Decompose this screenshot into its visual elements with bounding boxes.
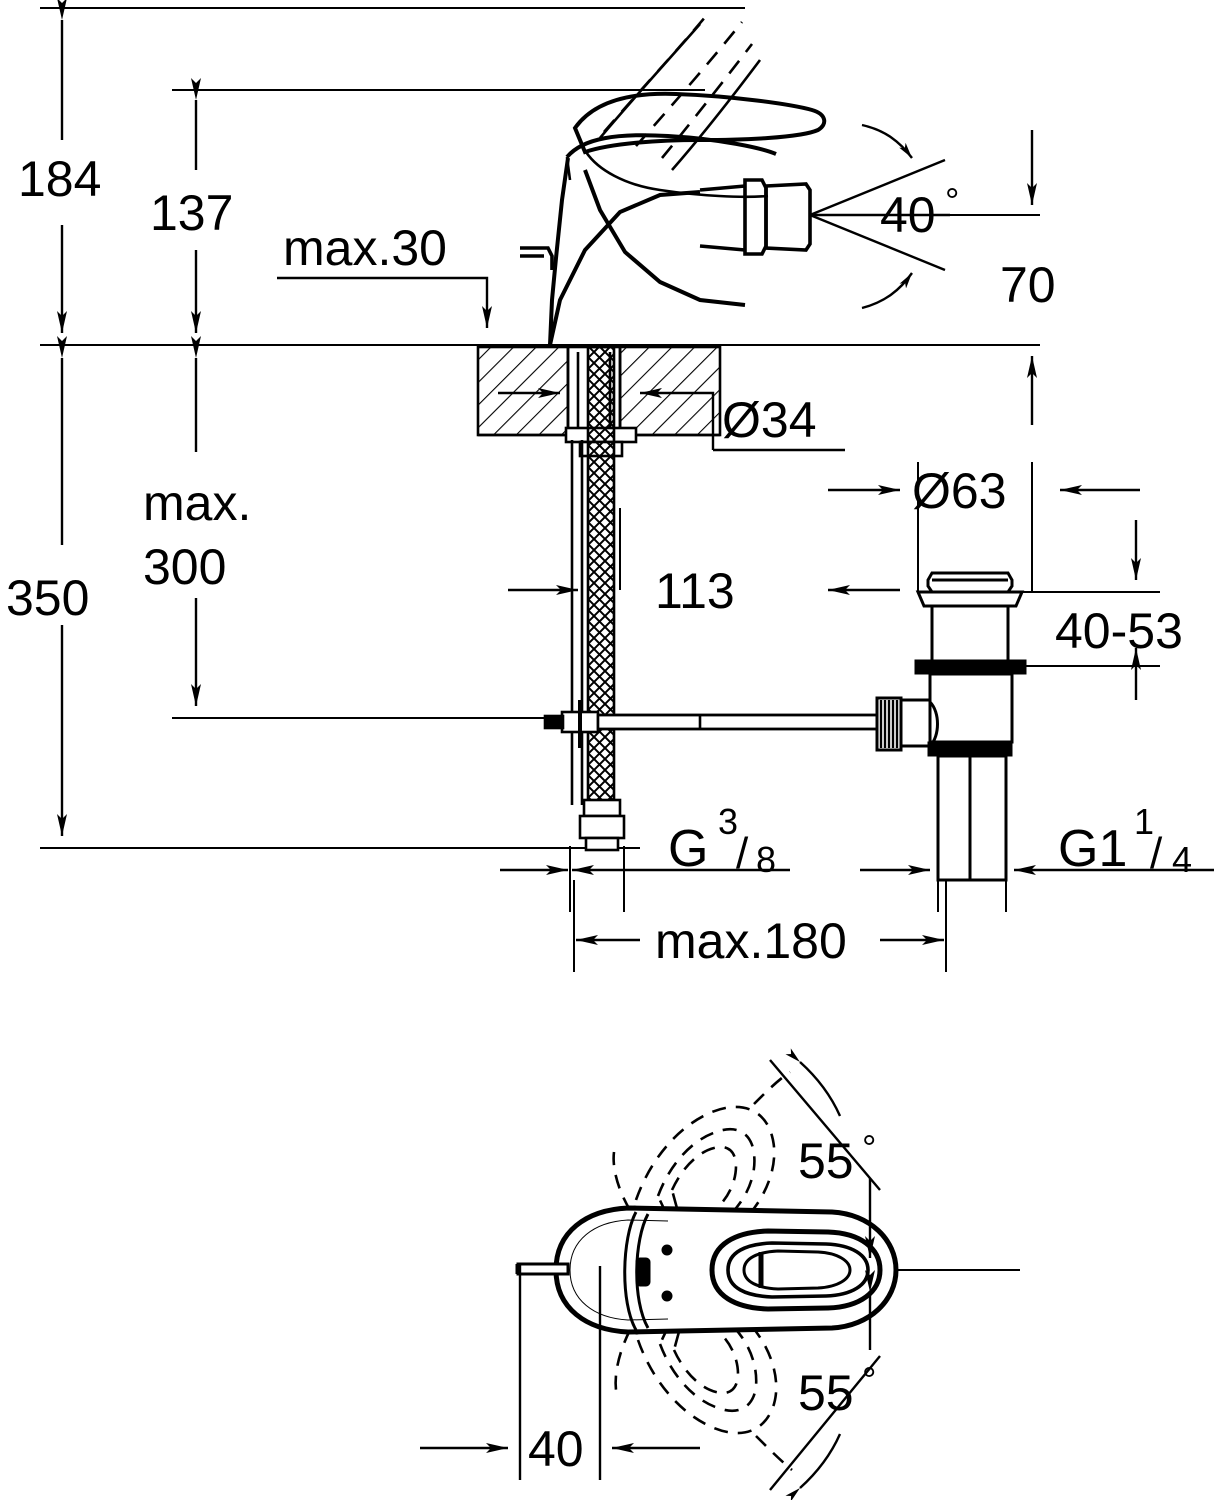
dimension-max300: max. 300 xyxy=(143,336,251,706)
waste-gasket-ring xyxy=(914,659,1027,675)
waste-top-flange xyxy=(915,590,1025,608)
dimension-angle-55-top-label: 55 xyxy=(798,1133,854,1189)
thread-g38-slash: / xyxy=(736,829,749,878)
flexible-hose-braided xyxy=(586,345,616,804)
dimension-max180-label: max.180 xyxy=(655,913,847,969)
waste-lower-barrel xyxy=(928,672,1014,744)
dimension-350-label: 350 xyxy=(6,570,89,626)
dimension-137-label: 137 xyxy=(150,185,233,241)
lift-rod-handle xyxy=(520,246,554,270)
dimension-40-53-label: 40-53 xyxy=(1055,603,1183,659)
thread-g114-denominator: 4 xyxy=(1172,839,1192,880)
spout-aerator xyxy=(699,178,812,256)
dimension-angle-55-bottom-degree: ° xyxy=(862,1359,876,1400)
lever-underside xyxy=(565,151,769,199)
indicator-markings xyxy=(635,1244,673,1302)
dimension-angle-55-bottom: 55 ° xyxy=(769,1270,881,1500)
supply-tube xyxy=(570,440,584,805)
waste-lower-collar xyxy=(927,741,1013,757)
extension-lines xyxy=(40,7,1040,849)
dimension-70-label: 70 xyxy=(1000,257,1056,313)
dimension-dia63: Ø63 xyxy=(828,462,1140,592)
dimension-angle-55-top: 55 ° xyxy=(769,1048,881,1258)
dimension-184-label: 184 xyxy=(18,151,101,207)
lever-raised-outline xyxy=(599,23,762,171)
dimension-350: 350 xyxy=(6,336,89,836)
dimension-dia63-label: Ø63 xyxy=(912,463,1007,519)
waste-stopper-cap xyxy=(926,571,1014,594)
plan-view: 55 ° 55 ° 40 xyxy=(420,1048,1020,1500)
dimension-angle-55-top-degree: ° xyxy=(862,1127,876,1168)
dimension-max300-label-bottom: 300 xyxy=(143,539,226,595)
thread-g114-letter: G1 xyxy=(1058,820,1127,878)
thread-g114-slash: / xyxy=(1150,829,1163,878)
waste-barrel xyxy=(930,604,1010,668)
dimension-40-53: 40-53 xyxy=(1022,520,1183,700)
dimension-thread-g38: G 3 / 8 xyxy=(500,801,790,912)
thread-g38-numerator: 3 xyxy=(718,801,738,842)
thread-g114-numerator: 1 xyxy=(1134,801,1154,842)
lever-oval-core xyxy=(742,1249,852,1291)
thread-g38-denominator: 8 xyxy=(756,839,776,880)
dimension-dia34: Ø34 xyxy=(498,388,845,452)
lift-rod-plan xyxy=(515,1262,570,1276)
lever-handle xyxy=(565,91,827,159)
dimension-plan-40-label: 40 xyxy=(528,1421,584,1477)
waste-tailpipe xyxy=(936,754,1008,882)
dimension-plan-40: 40 xyxy=(420,1264,700,1480)
thread-g38-letter: G xyxy=(668,820,708,878)
dimension-137: 137 xyxy=(150,78,233,333)
popup-waste-assembly xyxy=(875,571,1027,882)
mixer-body xyxy=(548,157,746,346)
dimension-angle-40-degree: ° xyxy=(945,180,959,221)
dimension-thread-g114: G1 1 / 4 xyxy=(860,801,1214,912)
faucet-body-elevation xyxy=(476,15,890,852)
dimension-113: 113 xyxy=(508,508,900,619)
dimension-angle-40-label: 40 xyxy=(880,187,936,243)
handle-plan-solid xyxy=(515,1205,1020,1335)
dimension-max180: max.180 xyxy=(573,880,947,972)
dimension-max300-label-top: max. xyxy=(143,475,251,531)
dimension-max30: max.30 xyxy=(277,220,492,328)
dimension-70: 70 xyxy=(1000,130,1056,425)
hose-end-fitting xyxy=(578,798,626,852)
dimension-dia34-label: Ø34 xyxy=(722,392,817,448)
dimension-184: 184 xyxy=(18,0,101,333)
knurled-nut xyxy=(875,696,903,752)
elevation-view: 184 137 max.30 350 max. 300 xyxy=(6,0,1214,972)
dimension-max30-label: max.30 xyxy=(283,220,447,276)
dimension-113-label: 113 xyxy=(655,563,735,619)
dimension-angle-55-bottom-label: 55 xyxy=(798,1365,854,1421)
dimension-angle-40: 40 ° xyxy=(809,123,959,310)
